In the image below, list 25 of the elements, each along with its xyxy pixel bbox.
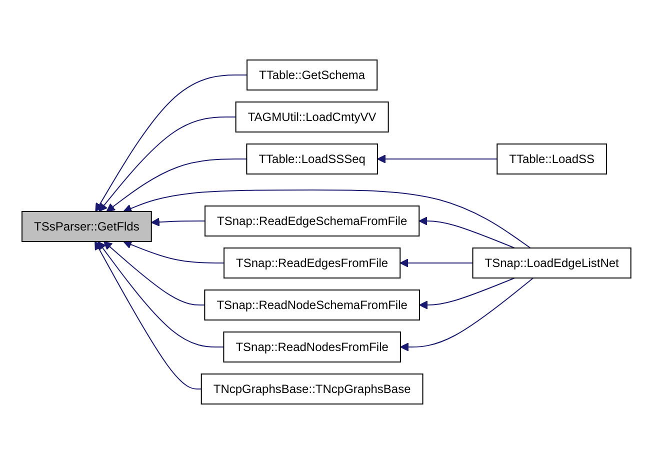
- node-box: TSnap::ReadEdgesFromFile: [224, 248, 401, 278]
- node-box: TSsParser::GetFlds: [22, 211, 152, 242]
- node-box: TTable::LoadSSSeq: [246, 144, 378, 174]
- arrow: [377, 154, 498, 164]
- arrow: [419, 278, 516, 310]
- arrow: [151, 218, 206, 226]
- node-box: TSnap::ReadNodesFromFile: [223, 332, 401, 362]
- arrow: [123, 190, 531, 248]
- node-box: TSnap::ReadNodeSchemaFromFile: [204, 290, 420, 320]
- arrow: [123, 240, 225, 264]
- node-box: TSnap::ReadEdgeSchemaFromFile: [204, 206, 420, 236]
- arrow: [400, 258, 474, 268]
- arrow: [400, 278, 534, 352]
- node-box: TTable::GetSchema: [246, 60, 378, 90]
- arrow: [106, 158, 248, 212]
- arrow: [418, 216, 516, 248]
- arrow: [98, 116, 236, 212]
- node-box: TNcpGraphsBase::TNcpGraphsBase: [200, 374, 424, 404]
- node-box: TTable::LoadSS: [496, 144, 608, 174]
- node-box: TAGMUtil::LoadCmtyVV: [235, 102, 389, 132]
- arrow: [103, 241, 206, 306]
- arrow: [98, 241, 224, 348]
- arrow: [94, 241, 202, 390]
- arrow: [95, 74, 248, 212]
- node-box: TSnap::LoadEdgeListNet: [472, 248, 632, 278]
